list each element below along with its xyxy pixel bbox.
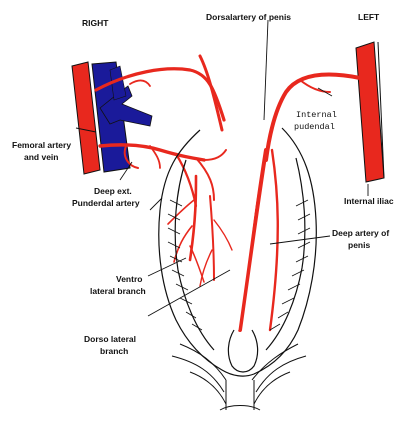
ventro-lateral-label-line2: lateral branch bbox=[90, 286, 146, 296]
deep-artery-label-line2: penis bbox=[348, 240, 370, 250]
ventro-lateral-label-line1: Ventro bbox=[116, 274, 142, 284]
deep-ext-label-line1: Deep ext. bbox=[94, 186, 132, 196]
femoral-label-line2: and vein bbox=[24, 152, 58, 162]
glans-fibers bbox=[172, 344, 306, 410]
deep-ext-label-line2: Punderdal artery bbox=[72, 198, 140, 208]
internal-iliac-artery bbox=[356, 42, 384, 182]
dorsal-artery-label: Dorsalartery of penis bbox=[206, 12, 291, 22]
internal-iliac-label: Internal iliac bbox=[344, 196, 394, 206]
internal-pudendal-label-line1: Internal bbox=[296, 110, 337, 120]
dorso-lateral-label-line2: branch bbox=[100, 346, 128, 356]
right-side-label: RIGHT bbox=[82, 18, 108, 28]
dorsal-artery-of-penis bbox=[238, 150, 266, 330]
deep-artery-label-line1: Deep artery of bbox=[332, 228, 389, 238]
left-side-label: LEFT bbox=[358, 12, 379, 22]
femoral-label-line1: Femoral artery bbox=[12, 140, 71, 150]
deep-artery-of-penis bbox=[270, 150, 278, 330]
internal-pudendal-label-line2: pudendal bbox=[294, 122, 335, 132]
dorso-lateral-label-line1: Dorso lateral bbox=[84, 334, 136, 344]
